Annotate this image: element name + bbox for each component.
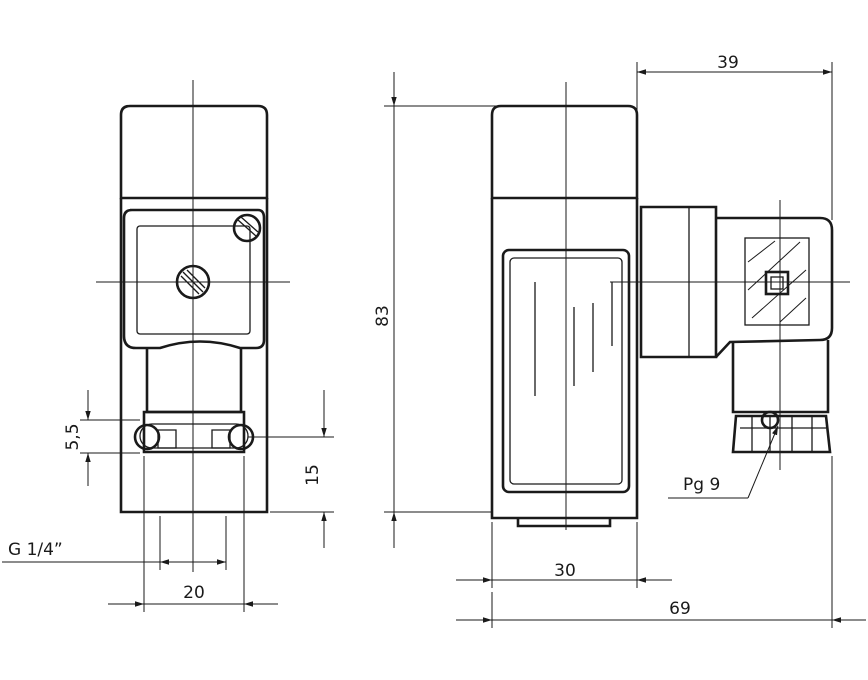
dim-body-width: 30 xyxy=(554,561,576,581)
dim-width-top: 39 xyxy=(717,53,739,73)
dim-thread-height: 5,5 xyxy=(63,423,83,450)
dim-thread-label: G 1/4” xyxy=(8,540,63,560)
corner-screw-icon xyxy=(232,213,262,243)
dim-total-width: 69 xyxy=(669,599,691,619)
dim-front-width: 20 xyxy=(183,583,205,603)
front-dimensions: 5,5 15 G 1/4” 20 xyxy=(2,390,334,612)
dim-height-total: 83 xyxy=(373,305,393,327)
side-view xyxy=(490,82,850,530)
side-dimensions: 39 83 30 69 Pg 9 xyxy=(373,53,866,628)
cable-gland-label: Pg 9 xyxy=(683,475,720,495)
front-view xyxy=(96,80,290,572)
dim-connector-height: 15 xyxy=(303,464,323,486)
